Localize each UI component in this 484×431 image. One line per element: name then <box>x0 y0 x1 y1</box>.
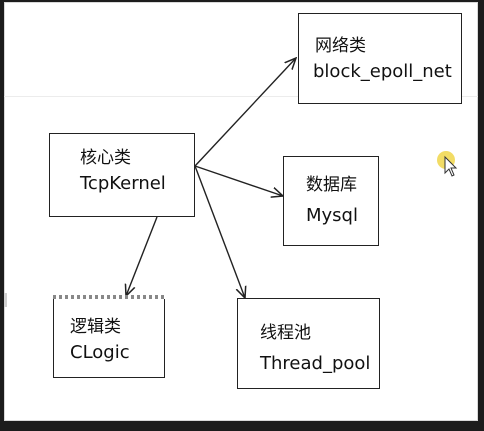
node-core-class: 核心类 TcpKernel <box>49 133 195 217</box>
arrow-kernel-to-net <box>194 58 296 167</box>
node-network-class-title: 网络类 <box>315 36 366 56</box>
mouse-cursor-icon <box>437 151 458 177</box>
node-logic-class: 逻辑类 CLogic <box>53 295 165 378</box>
arrow-kernel-to-logic <box>126 216 158 296</box>
node-thread-pool-class-name: Thread_pool <box>260 353 371 374</box>
node-core-class-title: 核心类 <box>80 148 131 168</box>
node-core-class-name: TcpKernel <box>80 173 166 194</box>
node-logic-class-title: 逻辑类 <box>70 317 121 337</box>
edge-artifact <box>4 293 7 307</box>
node-database-class-name: Mysql <box>306 205 358 226</box>
node-database-class-title: 数据库 <box>306 175 357 195</box>
node-database-class: 数据库 Mysql <box>283 156 379 246</box>
background-guide-line <box>4 96 478 97</box>
node-network-class-name: block_epoll_net <box>313 61 452 82</box>
arrow-kernel-to-mysql <box>194 165 283 196</box>
node-network-class: 网络类 block_epoll_net <box>298 13 462 104</box>
node-thread-pool-class: 线程池 Thread_pool <box>237 298 380 389</box>
node-logic-dashed-edge <box>53 295 165 299</box>
node-thread-pool-class-title: 线程池 <box>260 323 311 343</box>
arrow-kernel-to-thread <box>194 165 245 298</box>
node-logic-class-name: CLogic <box>70 342 130 363</box>
